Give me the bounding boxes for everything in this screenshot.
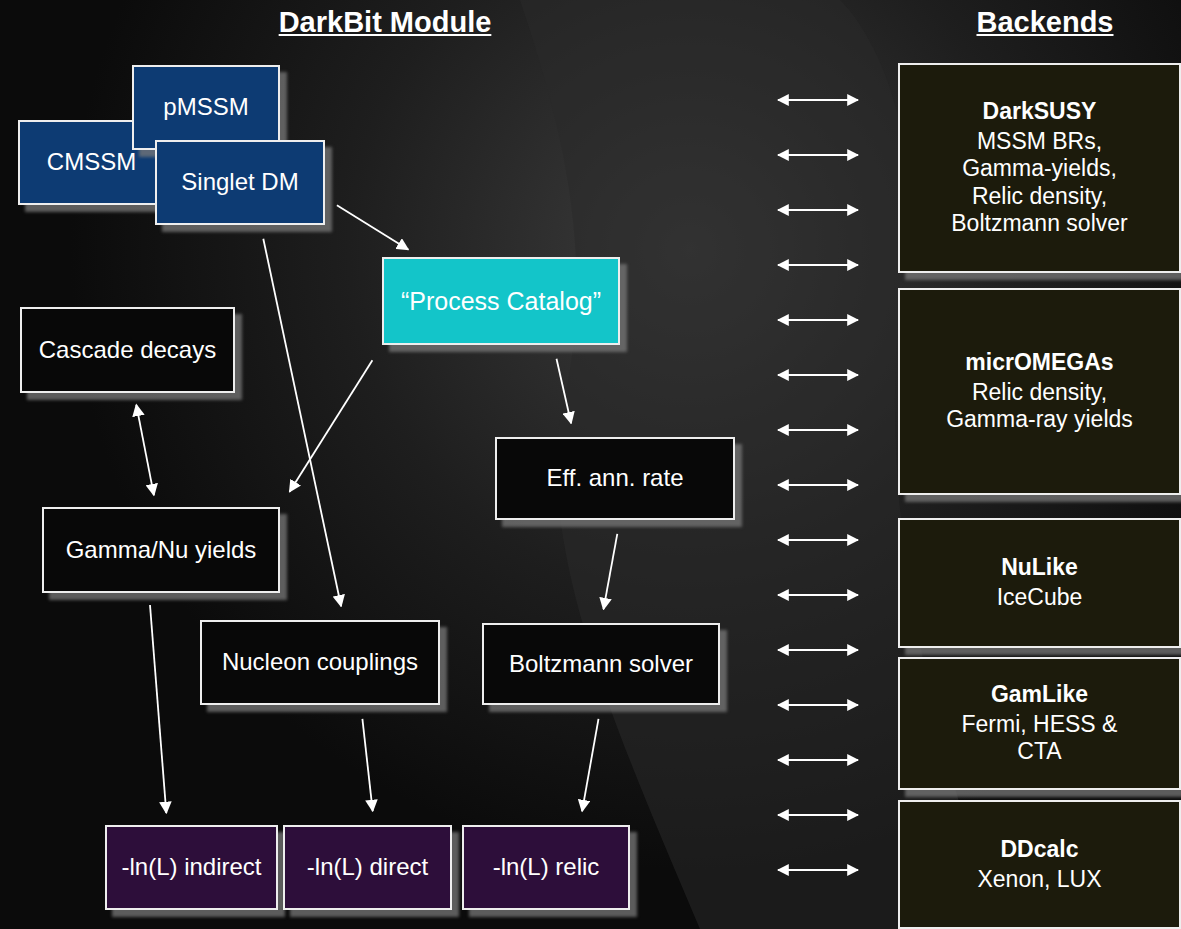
likelihood-box: -ln(L) direct [283, 825, 452, 910]
box-label: Boltzmann solver [509, 650, 693, 679]
catalog-box: “Process Catalog” [382, 257, 620, 345]
box-label: CMSSM [47, 148, 136, 177]
backend-box: DDcalcXenon, LUX [898, 800, 1181, 929]
backend-box: GamLikeFermi, HESS & CTA [898, 657, 1181, 790]
box-label: -ln(L) relic [493, 853, 600, 882]
model-box: Singlet DM [155, 140, 325, 225]
backend-name: DarkSUSY [983, 98, 1097, 126]
likelihood-box: -ln(L) indirect [105, 825, 278, 910]
box-label: Eff. ann. rate [547, 464, 684, 493]
backend-name: micrOMEGAs [965, 349, 1113, 377]
box-label: Gamma/Nu yields [66, 536, 257, 565]
backend-box: DarkSUSYMSSM BRs, Gamma-yields, Relic de… [898, 63, 1181, 273]
box-label: “Process Catalog” [401, 286, 601, 316]
process-box: Cascade decays [20, 307, 235, 393]
process-box: Gamma/Nu yields [42, 507, 280, 593]
flow-arrow [290, 360, 373, 492]
flow-arrow [582, 719, 598, 811]
column-heading: Backends [955, 6, 1135, 39]
model-box: pMSSM [132, 65, 280, 150]
box-label: pMSSM [163, 93, 248, 122]
process-box: Nucleon couplings [200, 620, 440, 705]
flow-arrow [362, 719, 372, 811]
box-label: -ln(L) direct [307, 853, 428, 882]
backend-link-arrows [778, 100, 858, 870]
backend-box: micrOMEGAsRelic density, Gamma-ray yield… [898, 288, 1181, 495]
likelihood-box: -ln(L) relic [462, 825, 630, 910]
box-label: Nucleon couplings [222, 648, 418, 677]
box-label: -ln(L) indirect [121, 853, 261, 882]
process-box: Boltzmann solver [482, 623, 720, 705]
backend-features: Xenon, LUX [977, 866, 1101, 894]
flow-arrow [150, 605, 166, 813]
flow-arrow [337, 205, 408, 249]
flow-arrow [604, 534, 618, 609]
backend-name: DDcalc [1001, 836, 1079, 864]
backend-features: Fermi, HESS & CTA [937, 711, 1142, 766]
backend-name: GamLike [991, 681, 1088, 709]
box-label: Singlet DM [181, 168, 298, 197]
process-box: Eff. ann. rate [495, 437, 735, 520]
backend-features: MSSM BRs, Gamma-yields, Relic density, B… [937, 128, 1142, 238]
flow-arrow [557, 359, 572, 424]
backend-features: Relic density, Gamma-ray yields [937, 379, 1142, 434]
backend-features: IceCube [997, 584, 1083, 612]
flow-arrow [136, 405, 154, 495]
box-label: Cascade decays [39, 336, 216, 365]
backend-box: NuLikeIceCube [898, 518, 1181, 648]
backend-name: NuLike [1001, 554, 1078, 582]
column-heading: DarkBit Module [240, 6, 530, 39]
